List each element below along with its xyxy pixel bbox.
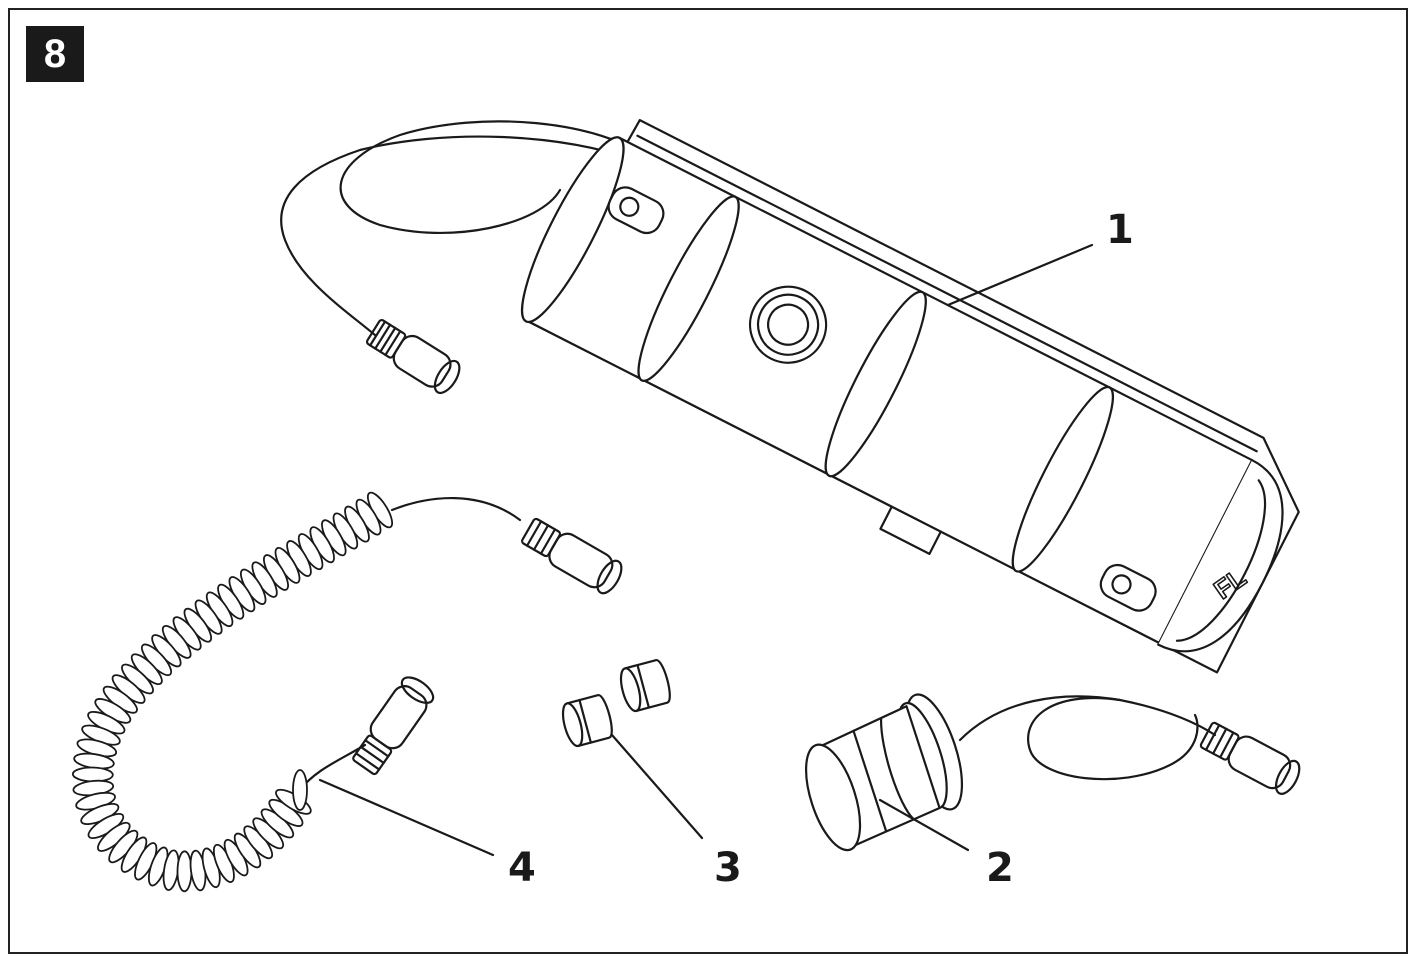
leader-line-2 — [878, 798, 970, 852]
callout-label-4: 4 — [508, 845, 536, 891]
callout-label-3: 3 — [714, 845, 742, 891]
part-4-connector-bottom — [352, 676, 435, 776]
figure-number: 8 — [43, 32, 67, 76]
part-3-clips — [561, 659, 671, 748]
part-1-cable — [339, 120, 652, 235]
leader-line-4 — [318, 778, 495, 857]
coil-loop — [292, 769, 308, 811]
part-1-main-unit: FL — [280, 119, 1300, 674]
figure-number-badge: 8 — [26, 26, 84, 82]
coil-loop — [176, 850, 193, 893]
callout-label-1: 1 — [1106, 207, 1134, 253]
leader-line-3 — [610, 733, 704, 840]
part-2-connector — [1199, 721, 1301, 795]
part-2-socket-adapter — [805, 693, 1301, 852]
coil-loop — [71, 766, 114, 783]
part-4-connector-top — [521, 517, 623, 595]
part-2-cable — [958, 695, 1217, 742]
leader-line-1 — [946, 243, 1094, 307]
coil-loops — [71, 491, 394, 893]
part-1-connector — [365, 319, 461, 395]
callout-label-2: 2 — [986, 845, 1014, 891]
